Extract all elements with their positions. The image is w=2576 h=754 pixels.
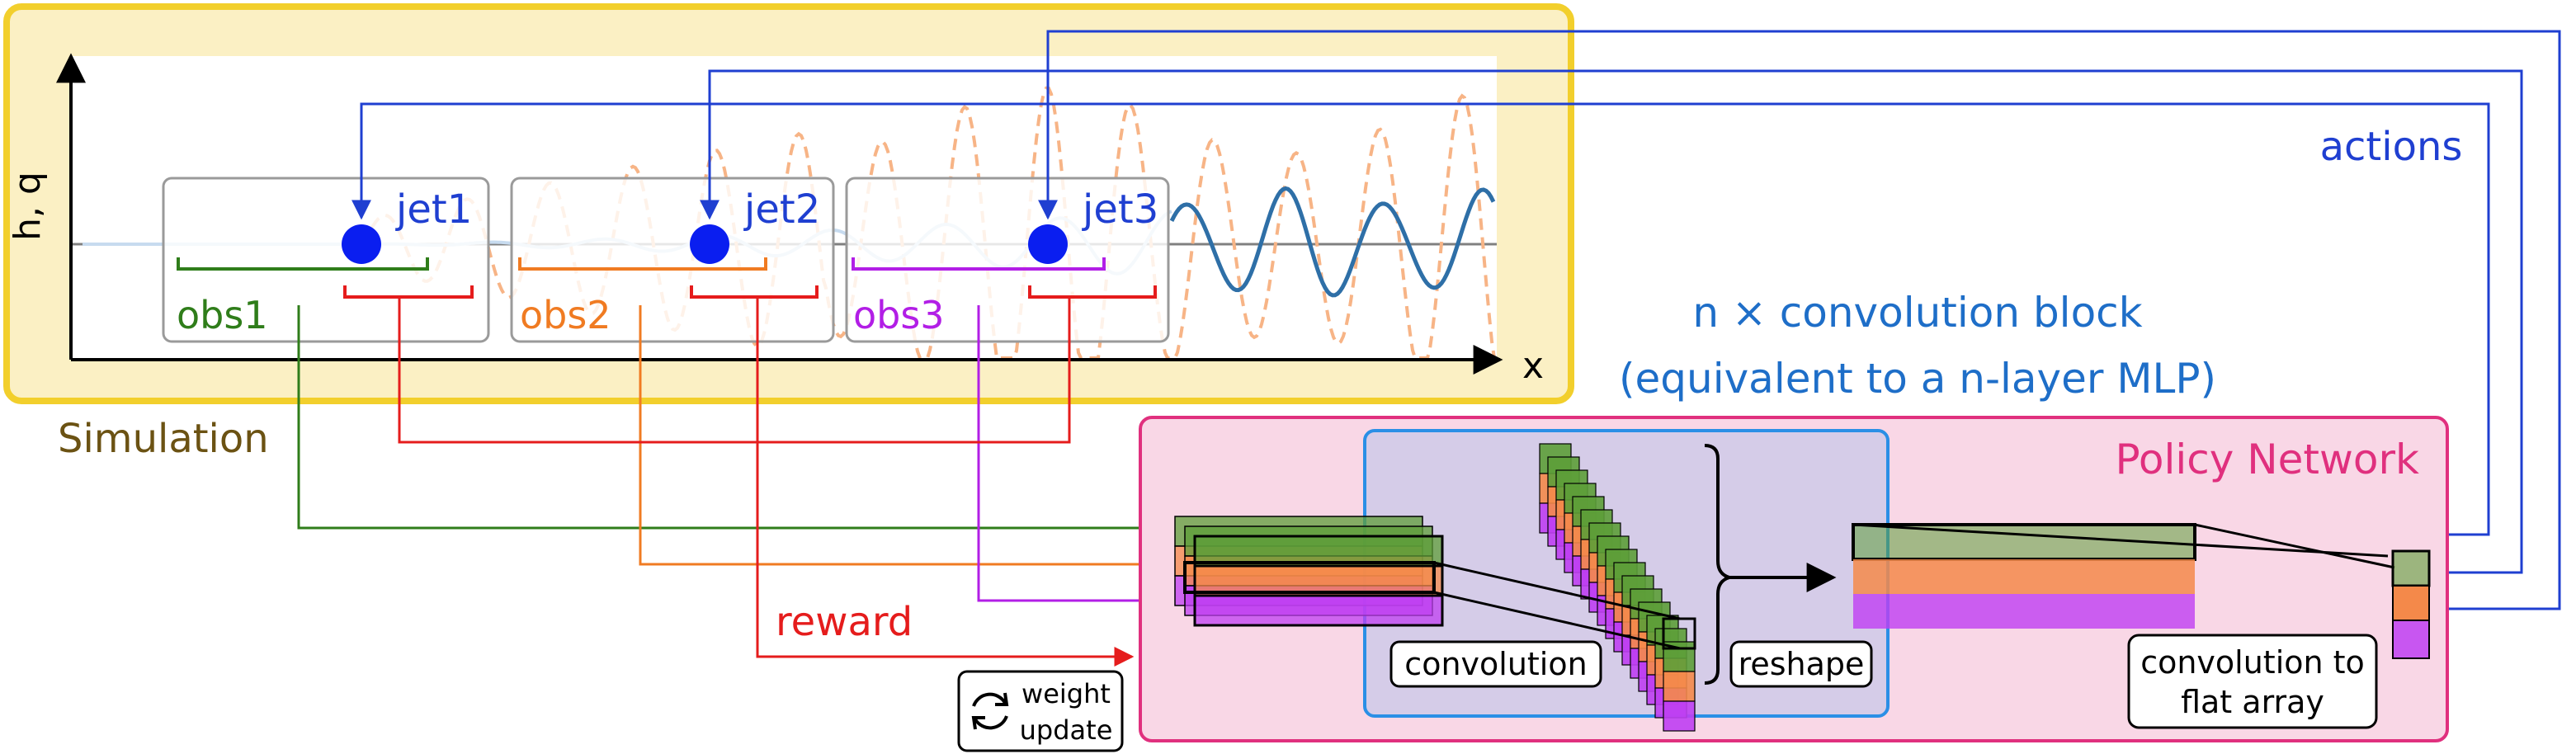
refresh-icon bbox=[971, 692, 1009, 730]
obs3-connector bbox=[977, 305, 1172, 610]
kernel-cell bbox=[1663, 700, 1696, 732]
obs-window-1 bbox=[162, 177, 490, 343]
flat-array-tag: convolution to flat array bbox=[2127, 634, 2378, 729]
reward-label: reward bbox=[776, 599, 913, 645]
jet3-label: jet3 bbox=[1082, 186, 1158, 233]
obs1-brace bbox=[177, 257, 429, 271]
kernel-stack bbox=[1539, 443, 1696, 732]
action-connectors bbox=[351, 30, 2561, 610]
reshape-tag: reshape bbox=[1729, 640, 1873, 688]
kernel-cell bbox=[1663, 671, 1696, 702]
reward-connector bbox=[398, 299, 1132, 657]
jet3-dot bbox=[1028, 224, 1068, 264]
obs-window-3 bbox=[845, 177, 1170, 343]
flat-cell-green bbox=[2391, 549, 2431, 587]
simulation-label: Simulation bbox=[58, 416, 269, 462]
reshape-bar-purple bbox=[1853, 594, 2195, 629]
convolution-label: convolution bbox=[1404, 646, 1587, 682]
reward-brace-3 bbox=[1028, 285, 1157, 299]
flat-label-line1: convolution to bbox=[2140, 644, 2365, 681]
jet2-label: jet2 bbox=[743, 186, 820, 233]
flat-projection-top bbox=[1852, 523, 2389, 558]
actions-label: actions bbox=[2320, 124, 2463, 170]
obs1-label: obs1 bbox=[177, 293, 268, 337]
reward-brace-2 bbox=[690, 285, 819, 299]
jet2-dot bbox=[690, 224, 729, 264]
kernel-window bbox=[1183, 561, 1436, 594]
obs-window-2 bbox=[510, 177, 835, 343]
y-axis-label: h, q bbox=[7, 172, 49, 241]
obs3-brace bbox=[852, 257, 1106, 271]
obs2-connector bbox=[639, 305, 1172, 574]
weight-update-line2: update bbox=[1020, 714, 1113, 746]
wave-solid bbox=[1169, 186, 1496, 298]
flat-cell-purple bbox=[2392, 620, 2430, 659]
flat-label-line2: flat array bbox=[2181, 684, 2324, 720]
obs1-connector bbox=[297, 305, 1172, 538]
input-layer-stack bbox=[1174, 516, 1444, 627]
weight-update-line1: weight bbox=[1021, 678, 1111, 709]
x-axis-label: x bbox=[1522, 345, 1544, 387]
conv-block-title-line1: n × convolution block bbox=[1692, 289, 2142, 337]
weight-update-box: weight update bbox=[957, 670, 1124, 752]
jet1-dot bbox=[342, 224, 381, 264]
obs3-label: obs3 bbox=[853, 293, 945, 337]
projection-line-bottom bbox=[1433, 591, 1681, 650]
jet1-label: jet1 bbox=[395, 186, 472, 233]
conv-block-title-line2: (equivalent to a n-layer MLP) bbox=[1619, 355, 2216, 403]
projection-line-top bbox=[1433, 561, 1681, 620]
reshape-label: reshape bbox=[1739, 646, 1865, 682]
input-layer-cell bbox=[1193, 594, 1444, 627]
wave-dashed bbox=[361, 86, 1496, 360]
obs2-brace bbox=[518, 257, 767, 271]
obs2-label: obs2 bbox=[520, 293, 611, 337]
reshape-bar-orange bbox=[1853, 559, 2195, 594]
flat-cell-orange bbox=[2392, 585, 2430, 621]
convolution-tag: convolution bbox=[1389, 640, 1602, 688]
flat-projection-bottom bbox=[2194, 523, 2395, 569]
reward-brace-1 bbox=[343, 285, 474, 299]
policy-network-label: Policy Network bbox=[2116, 436, 2420, 483]
